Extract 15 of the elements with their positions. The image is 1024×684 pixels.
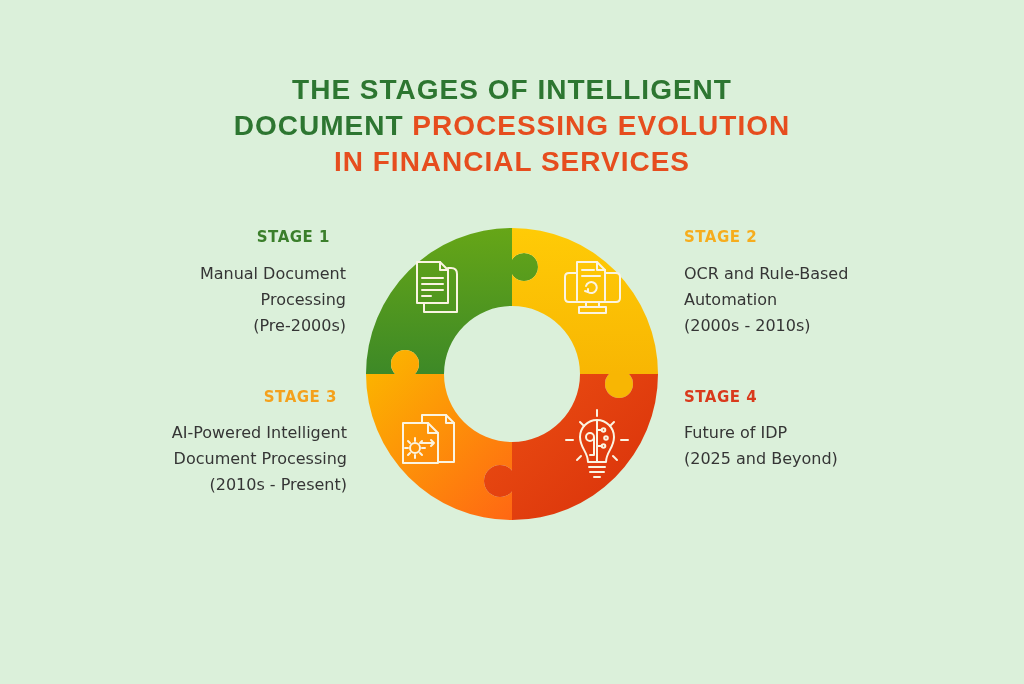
stage-label: STAGE 2 <box>684 227 759 247</box>
stage-label: STAGE 3 <box>262 387 337 407</box>
puzzle-piece <box>484 374 658 520</box>
stage-description: OCR and Rule-Based Automation <box>684 263 850 311</box>
puzzle-piece <box>366 350 512 520</box>
stage-description: Future of IDP <box>684 422 789 444</box>
stage-description: Manual Document Processing <box>198 263 346 311</box>
date-range: (2010s - Present) <box>208 474 347 496</box>
date-range: (2000s - 2010s) <box>684 315 812 337</box>
stage-description: AI-Powered Intelligent Document Processing <box>170 422 347 470</box>
stage-label: STAGE 4 <box>684 387 759 407</box>
title: THE STAGES OF INTELLIGENT DOCUMENT PROCESSING EVOLUTION IN FINANCIAL SERVICES <box>233 73 791 179</box>
date-range: (Pre-2000s) <box>252 315 346 337</box>
date-range: (2025 and Beyond) <box>684 448 839 470</box>
stage-label: STAGE 1 <box>255 227 330 247</box>
